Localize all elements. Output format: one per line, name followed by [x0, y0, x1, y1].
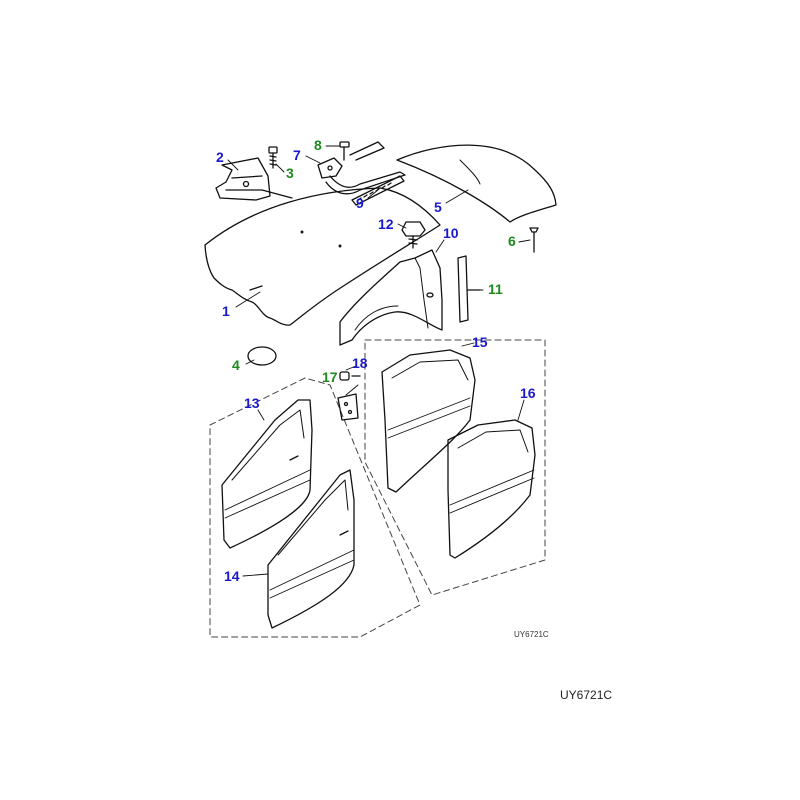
callout-2: 2 [216, 149, 224, 165]
callout-10: 10 [443, 225, 459, 241]
callout-labels: 1 2 3 4 5 6 7 8 9 10 11 12 13 14 15 16 1… [216, 137, 536, 584]
callout-12: 12 [378, 216, 394, 232]
callout-17: 17 [322, 369, 338, 385]
callout-3: 3 [286, 165, 294, 181]
rear-doors-group-boundary [364, 339, 546, 596]
leader-lines [227, 145, 531, 577]
front-wing [339, 249, 443, 346]
callout-18: 18 [352, 355, 368, 371]
callout-8: 8 [314, 137, 322, 153]
diagram-code: UY6721C [560, 688, 613, 702]
callout-9: 9 [356, 195, 364, 211]
diagram-code-small: UY6721C [514, 630, 549, 639]
callout-14: 14 [224, 568, 240, 584]
front-doors-group-boundary [209, 377, 421, 638]
callout-1: 1 [222, 303, 230, 319]
boot-lid [396, 144, 557, 223]
front-door [267, 469, 355, 629]
fuel-filler-flap [247, 346, 277, 366]
bonnet [204, 187, 441, 326]
callout-16: 16 [520, 385, 536, 401]
callout-7: 7 [293, 147, 301, 163]
door-bolt [339, 371, 361, 381]
hinge-bolt [268, 146, 278, 169]
callout-13: 13 [244, 395, 260, 411]
boot-stud [529, 227, 539, 253]
callout-4: 4 [232, 357, 240, 373]
callout-11: 11 [488, 281, 503, 297]
wing-liner [457, 255, 481, 323]
bonnet-hinge [215, 157, 293, 201]
wing-bolt [401, 221, 426, 249]
callout-15: 15 [472, 334, 488, 350]
door-check-strap [337, 393, 359, 421]
bonnet-stay [317, 141, 406, 195]
rear-door-rh [447, 419, 536, 559]
stay-bolt [339, 141, 350, 161]
rear-door [381, 349, 476, 493]
callout-6: 6 [508, 233, 516, 249]
front-door-rear-view [221, 399, 313, 549]
callout-5: 5 [434, 199, 442, 215]
